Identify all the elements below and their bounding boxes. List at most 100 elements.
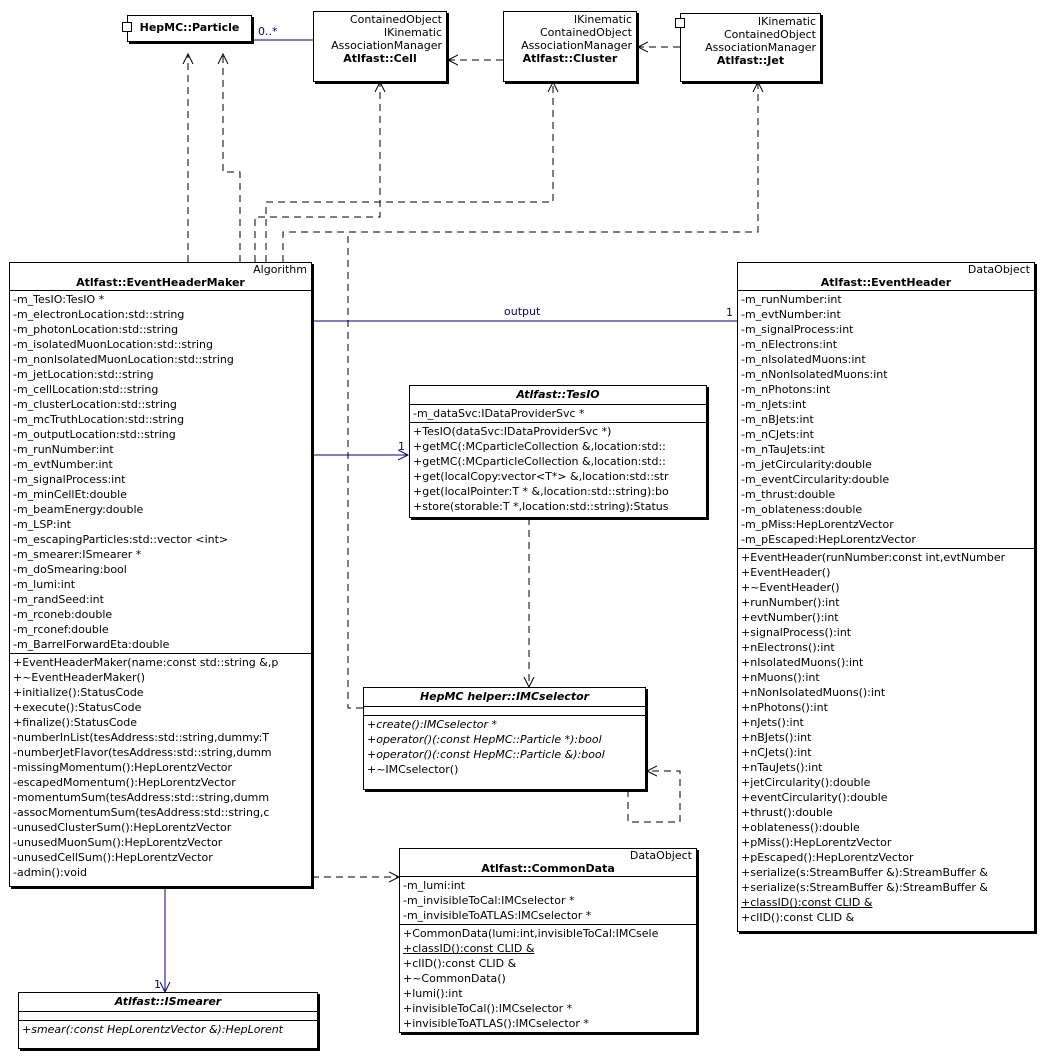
class-hepmc-particle[interactable]: HepMC::Particle xyxy=(127,15,252,42)
operation-row: +classID():const CLID & xyxy=(741,896,873,909)
attribute-row: -m_evtNumber:int xyxy=(13,458,113,471)
attribute-row: -m_nBJets:int xyxy=(741,413,814,426)
class-hepmc-helper-imcselector[interactable]: HepMC helper::IMCselector +create():IMCs… xyxy=(363,687,646,790)
class-atlfast-ismearer[interactable]: Atlfast::ISmearer +smear(:const HepLoren… xyxy=(18,992,318,1049)
attribute-row: -m_jetLocation:std::string xyxy=(13,368,154,381)
operation-row: +jetCircularity():double xyxy=(741,776,871,789)
tesio-multiplicity: 1 xyxy=(398,440,405,453)
attribute-row: -m_pEscaped:HepLorentzVector xyxy=(741,533,916,546)
attribute-row: -m_cellLocation:std::string xyxy=(13,383,159,396)
operation-row: +evtNumber():int xyxy=(741,611,839,624)
attribute-row: -m_outputLocation:std::string xyxy=(13,428,176,441)
attribute-row: -m_escapingParticles:std::vector <int> xyxy=(13,533,229,546)
class-atlfast-cluster[interactable]: IKinematic ContainedObject AssociationMa… xyxy=(503,11,637,82)
attribute-row: -m_invisibleToCal:IMCselector * xyxy=(403,894,575,907)
attribute-row: -m_photonLocation:std::string xyxy=(13,323,179,336)
attribute-row: -m_nTauJets:int xyxy=(741,443,825,456)
class-name: Atlfast::Jet xyxy=(716,54,785,67)
attribute-row: -m_lumi:int xyxy=(403,879,466,892)
operation-row: +~EventHeader() xyxy=(741,581,840,594)
class-atlfast-cell[interactable]: ContainedObject IKinematic AssociationMa… xyxy=(313,11,447,82)
operation-row: +nTauJets():int xyxy=(741,761,823,774)
operation-row: -assocMomentumSum(tesAddress:std::string… xyxy=(13,806,270,819)
operation-row: -admin():void xyxy=(13,866,88,879)
operation-row: -escapedMomentum():HepLorentzVector xyxy=(13,776,236,789)
operation-row: +pMiss():HepLorentzVector xyxy=(741,836,892,849)
operation-row: -unusedCellSum():HepLorentzVector xyxy=(13,851,213,864)
operation-row: +execute():StatusCode xyxy=(13,701,142,714)
stereotype: IKinematic xyxy=(573,13,632,26)
attributes-section: -m_dataSvc:IDataProviderSvc * xyxy=(410,404,706,422)
operation-row: -momentumSum(tesAddress:std::string,dumm xyxy=(13,791,270,804)
operation-row: +finalize():StatusCode xyxy=(13,716,138,729)
operation-row: +smear(:const HepLorentzVector &):HepLor… xyxy=(22,1023,283,1036)
attribute-row: -m_minCellEt:double xyxy=(13,488,127,501)
attribute-row: -m_nIsolatedMuons:int xyxy=(741,353,866,366)
operation-row: +create():IMCselector * xyxy=(367,718,498,731)
dependency-imcselector-particle xyxy=(347,232,363,709)
operation-row: +nJets():int xyxy=(741,716,804,729)
attribute-row: -m_BarrelForwardEta:double xyxy=(13,638,170,651)
attribute-row: -m_doSmearing:bool xyxy=(13,563,127,576)
class-name: Atlfast::CommonData xyxy=(481,862,615,875)
attribute-row: -m_invisibleToATLAS:IMCselector * xyxy=(403,909,592,922)
dependency-imcselector-self xyxy=(627,771,681,823)
operation-row: +EventHeader(runNumber:const int,evtNumb… xyxy=(741,551,1006,564)
operation-row: +operator()(:const HepMC::Particle *):bo… xyxy=(367,733,602,746)
output-multiplicity: 1 xyxy=(726,306,733,319)
class-name: Atlfast::EventHeaderMaker xyxy=(76,276,245,289)
stereotype: AssociationManager xyxy=(705,41,816,54)
operation-row: +TesIO(dataSvc:IDataProviderSvc *) xyxy=(413,425,612,438)
package-tab-icon xyxy=(122,22,132,32)
operation-row: +invisibleToCal():IMCselector * xyxy=(403,1002,573,1015)
operation-row: -numberJetFlavor(tesAddress:std::string,… xyxy=(13,746,272,759)
class-atlfast-eventheadermaker[interactable]: Algorithm Atlfast::EventHeaderMaker -m_T… xyxy=(9,262,312,887)
stereotype: AssociationManager xyxy=(521,39,632,52)
attribute-row: -m_rconef:double xyxy=(13,623,109,636)
class-atlfast-tesio[interactable]: Atlfast::TesIO -m_dataSvc:IDataProviderS… xyxy=(409,385,707,518)
attribute-row: -m_signalProcess:int xyxy=(13,473,126,486)
operation-row: +clID():const CLID & xyxy=(741,911,855,924)
attributes-section: -m_lumi:int -m_invisibleToCal:IMCselector… xyxy=(400,876,696,924)
operation-row: +get(localCopy:vector<T*> &,location:std… xyxy=(413,470,669,483)
operation-row: +EventHeaderMaker(name:const std::string… xyxy=(13,656,279,669)
operation-row: +thrust():double xyxy=(741,806,833,819)
operation-row: +~EventHeaderMaker() xyxy=(13,671,146,684)
dependency-maker-jet xyxy=(282,82,758,262)
class-name: Atlfast::Cell xyxy=(343,52,417,65)
operations-section: +CommonData(lumi:int,invisibleToCal:IMCs… xyxy=(400,924,696,1032)
operation-row: +nNonIsolatedMuons():int xyxy=(741,686,886,699)
operation-row: +getMC(:MCparticleCollection &,location:… xyxy=(413,455,666,468)
attributes-section: -m_TesIO:TesIO *-m_electronLocation:std:… xyxy=(10,290,311,653)
class-name: HepMC::Particle xyxy=(139,21,240,34)
operation-row: +nCJets():int xyxy=(741,746,812,759)
operation-row: +nMuons():int xyxy=(741,671,820,684)
operation-row: +store(storable:T *,location:std::string… xyxy=(413,500,669,513)
class-atlfast-commondata[interactable]: DataObject Atlfast::CommonData -m_lumi:i… xyxy=(399,848,697,1033)
class-atlfast-jet[interactable]: IKinematic ContainedObject AssociationMa… xyxy=(680,13,821,82)
stereotype: Algorithm xyxy=(253,263,307,276)
attributes-section xyxy=(19,1011,317,1020)
operation-row: +runNumber():int xyxy=(741,596,840,609)
class-atlfast-eventheader[interactable]: DataObject Atlfast::EventHeader -m_runNu… xyxy=(737,262,1035,932)
attribute-row: -m_jetCircularity:double xyxy=(741,458,872,471)
attribute-row: -m_mcTruthLocation:std::string xyxy=(13,413,185,426)
operation-row: +nBJets():int xyxy=(741,731,812,744)
class-name: Atlfast::ISmearer xyxy=(114,995,222,1008)
stereotype: ContainedObject xyxy=(723,28,816,41)
attribute-row: -m_runNumber:int xyxy=(13,443,114,456)
operation-row: +getMC(:MCparticleCollection &,location:… xyxy=(413,440,666,453)
attribute-row: -m_thrust:double xyxy=(741,488,836,501)
dependency-maker-cell xyxy=(254,82,380,262)
dependency-maker-cluster xyxy=(265,82,553,262)
attribute-row: -m_nJets:int xyxy=(741,398,807,411)
class-name: Atlfast::EventHeader xyxy=(820,276,952,289)
operation-row: +invisibleToATLAS():IMCselector * xyxy=(403,1017,589,1030)
stereotype: ContainedObject xyxy=(539,26,632,39)
attribute-row: -m_nElectrons:int xyxy=(741,338,838,351)
stereotype: IKinematic xyxy=(383,26,442,39)
operation-row: -unusedClusterSum():HepLorentzVector xyxy=(13,821,232,834)
attributes-section: -m_runNumber:int-m_evtNumber:int-m_signa… xyxy=(738,290,1034,548)
attribute-row: -m_smearer:ISmearer * xyxy=(13,548,142,561)
